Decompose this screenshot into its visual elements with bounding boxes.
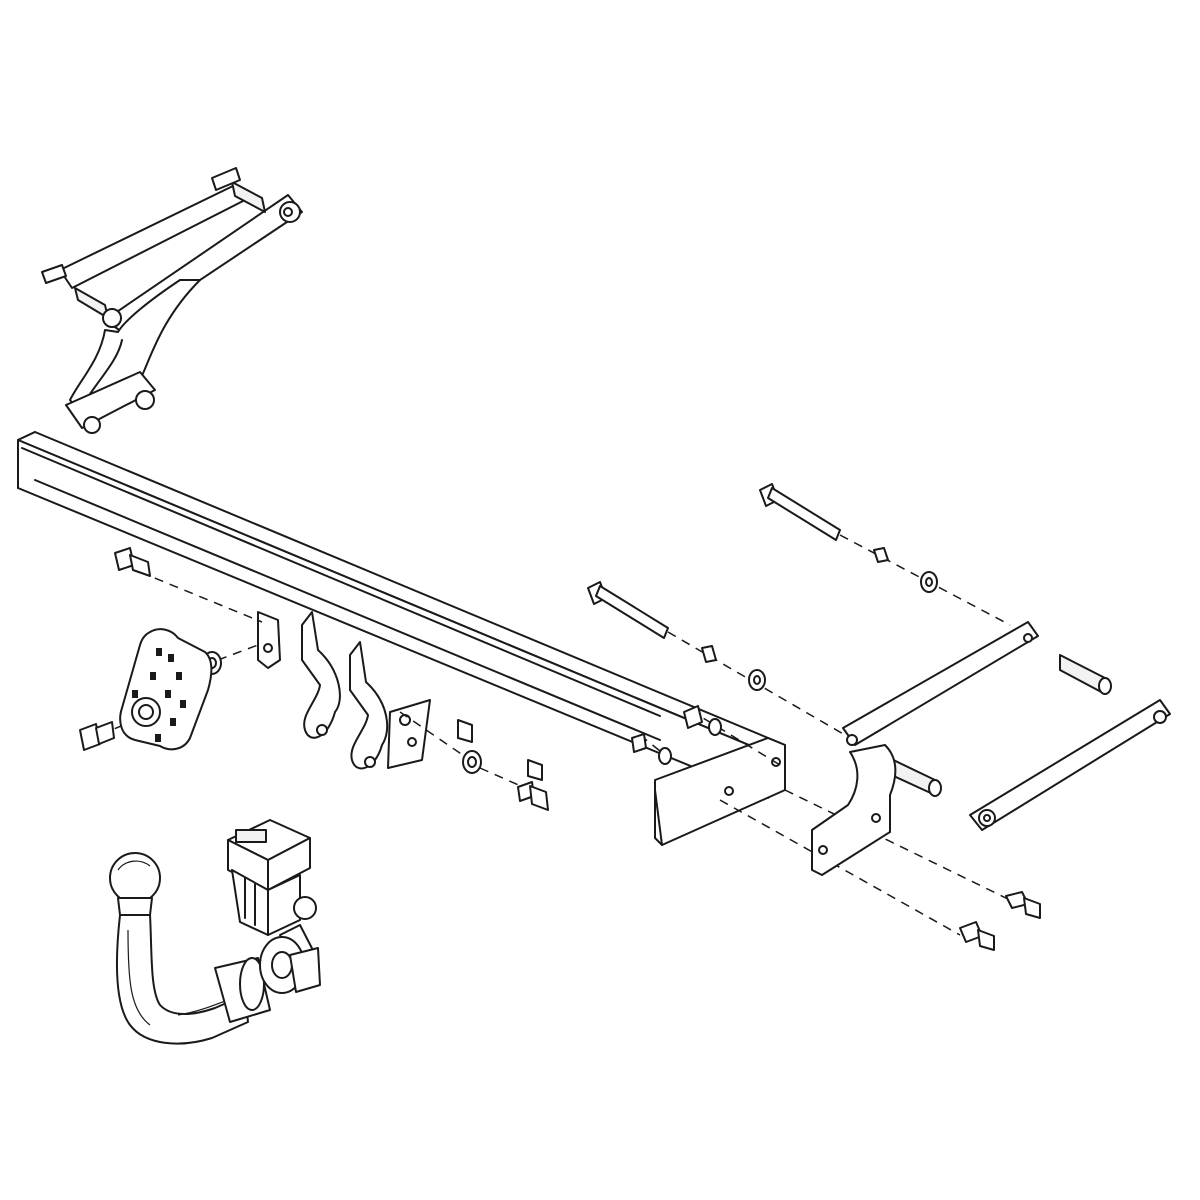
long-bolts [587,483,841,639]
right-bracket-assembly [811,621,1171,876]
nuts-and-washers [631,534,1041,951]
socket-mounting-plate [119,628,213,751]
locking-mechanism [227,819,321,994]
main-crossbar [17,431,786,846]
left-bracket-assembly [41,167,303,434]
detachable-tow-ball [109,852,271,1045]
center-hanger-tabs [257,611,543,781]
